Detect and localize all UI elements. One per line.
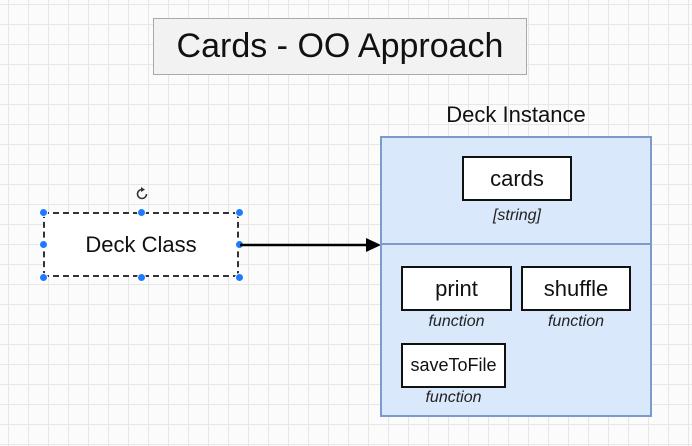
print-method-box[interactable]: print [401,266,512,311]
print-type-label: function [428,313,485,330]
instance-divider [380,243,652,245]
save-to-file-method-box[interactable]: saveToFile [401,343,506,388]
selection-handle-top-left[interactable] [39,208,48,217]
selection-handle-bottom-left[interactable] [39,273,48,282]
selection-handle-top[interactable] [137,208,146,217]
shuffle-method-box[interactable]: shuffle [521,266,631,311]
rotate-icon[interactable] [134,186,150,202]
selection-handle-bottom[interactable] [137,273,146,282]
deck-class-box[interactable]: Deck Class [43,212,239,277]
selection-handle-top-right[interactable] [235,208,244,217]
class-to-instance-arrow[interactable] [240,234,382,256]
diagram-title[interactable]: Cards - OO Approach [153,18,527,75]
selection-handle-bottom-right[interactable] [235,273,244,282]
save-to-file-type-label: function [425,389,482,406]
deck-instance-label: Deck Instance [446,102,586,127]
shuffle-type-label: function [547,313,605,330]
selection-handle-left[interactable] [39,240,48,249]
cards-property-box[interactable]: cards [462,156,572,201]
cards-type-label: [string] [492,207,541,224]
